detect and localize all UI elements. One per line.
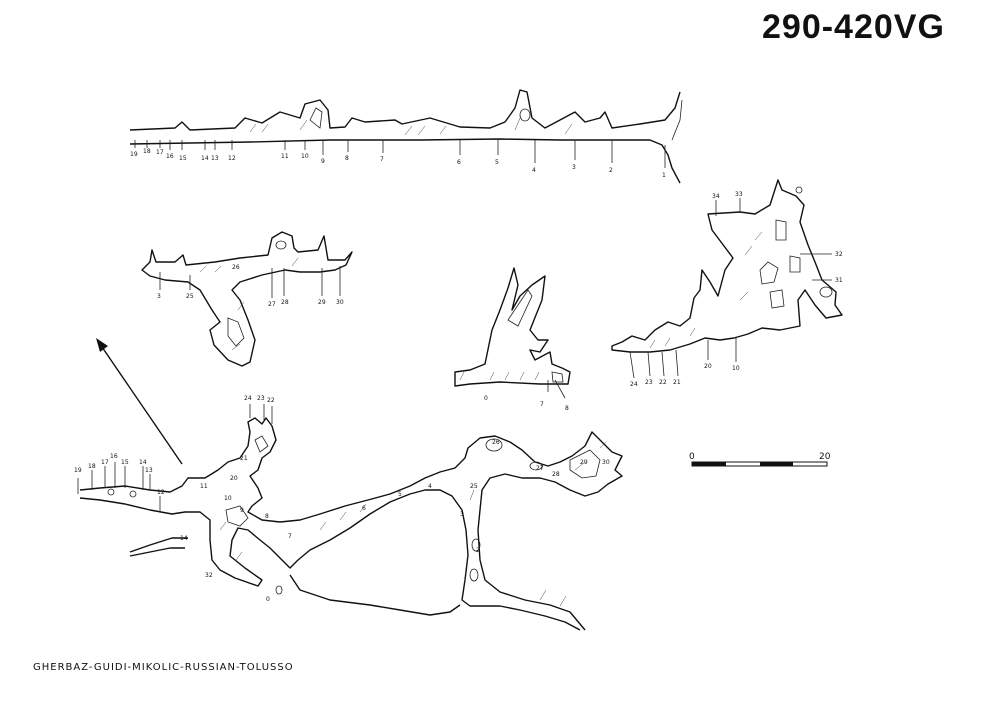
station-label: 17 [156,149,164,156]
station-label: 20 [704,363,712,370]
station-label: 21 [673,379,681,386]
station-label: 15 [179,155,187,162]
station-label: 19 [130,151,138,158]
station-label: 8 [345,155,349,162]
profile-top-station-ticks [134,140,666,168]
station-label: 3 [572,164,576,171]
profile-top: 19 18 17 16 15 14 13 12 11 10 9 8 7 6 5 … [129,89,683,184]
station-label: 19 [74,467,82,474]
station-label: 16 [110,453,118,460]
station-label: 4 [428,483,432,490]
station-label: 25 [186,293,194,300]
station-label: 22 [659,379,667,386]
station-label: 11 [281,153,289,160]
direction-arrow [96,338,183,465]
station-label: 2 [476,547,480,554]
station-label: 14 [201,155,209,162]
profile-right-outline [611,179,843,353]
profile-mid-center: 0 7 8 [454,267,571,412]
profile-mid-center-outline [454,267,571,387]
station-label: 10 [224,495,232,502]
station-label: 16 [166,153,174,160]
station-label: 10 [732,365,740,372]
station-label: 2 [609,167,613,174]
station-label: 27 [268,301,276,308]
station-label: 32 [205,572,213,579]
station-label: 12 [228,155,236,162]
station-label: 7 [540,401,544,408]
profile-mid-left-outline [141,231,353,367]
station-label: 18 [88,463,96,470]
station-label: 13 [211,155,219,162]
station-label: 20 [230,475,238,482]
station-label: 26 [492,439,500,446]
station-label: 3 [460,511,464,518]
station-label: 23 [645,379,653,386]
scale-bar: 0 20 [689,452,831,467]
station-label: 29 [318,299,326,306]
station-label: 11 [200,483,208,490]
station-label: 0 [266,596,270,603]
station-label: 33 [735,191,743,198]
station-label: 31 [835,277,843,284]
profile-top-station-labels: 19 18 17 16 15 14 13 12 11 10 9 8 7 6 5 … [130,148,666,179]
arrow-head-icon [96,338,108,352]
station-label: 8 [565,405,569,412]
station-label: 25 [470,483,478,490]
station-label: 5 [398,491,402,498]
station-label: 18 [143,148,151,155]
station-label: 29 [580,459,588,466]
station-label: 22 [267,397,275,404]
station-label: 9 [240,507,244,514]
station-label: 28 [281,299,289,306]
station-label: 21 [240,455,248,462]
authors-credit: GHERBAZ-GUIDI-MIKOLIC-RUSSIAN-TOLUSSO [33,662,294,673]
plan-view-loop [289,574,461,616]
station-label: 23 [257,395,265,402]
station-label: 34 [712,193,720,200]
station-label: 24 [244,395,252,402]
station-label: 12 [157,489,165,496]
station-label: 3 [157,293,161,300]
profile-top-floor [129,138,681,184]
station-label: 30 [336,299,344,306]
profile-top-ceiling [129,89,681,131]
station-label: 28 [552,471,560,478]
plan-view-outline-outer [79,417,623,631]
station-label: 10 [301,153,309,160]
station-label: 5 [495,159,499,166]
station-label: 4 [532,167,536,174]
station-label: 1 [662,172,666,179]
station-label: 15 [121,459,129,466]
station-label: 30 [602,459,610,466]
plan-view-outline-inner [79,489,581,631]
plan-view-station-labels: 19 18 17 16 15 14 13 12 11 10 9 8 7 6 5 … [74,395,610,603]
survey-title: 290-420VG [762,8,945,46]
station-label: 17 [101,459,109,466]
station-label: 27 [536,465,544,472]
station-label: 26 [232,264,240,271]
scale-bar-end: 20 [819,452,831,462]
station-label: 6 [457,159,461,166]
station-label: 24 [630,381,638,388]
station-label: 7 [288,533,292,540]
station-label: 7 [380,156,384,163]
station-label: 14 [139,459,147,466]
plan-view: 19 18 17 16 15 14 13 12 11 10 9 8 7 6 5 … [74,395,623,631]
station-label: 32 [835,251,843,258]
station-label: 14 [180,535,188,542]
station-label: 0 [484,395,488,402]
station-label: 8 [265,513,269,520]
station-label: 9 [321,158,325,165]
station-label: 13 [145,467,153,474]
station-label: 6 [362,505,366,512]
plan-view-side-passage [129,537,188,557]
profile-right: 34 33 32 31 24 23 22 21 20 10 [611,179,843,388]
profile-mid-left: 3 25 26 27 28 29 30 [141,231,353,367]
scale-bar-start: 0 [689,452,695,462]
